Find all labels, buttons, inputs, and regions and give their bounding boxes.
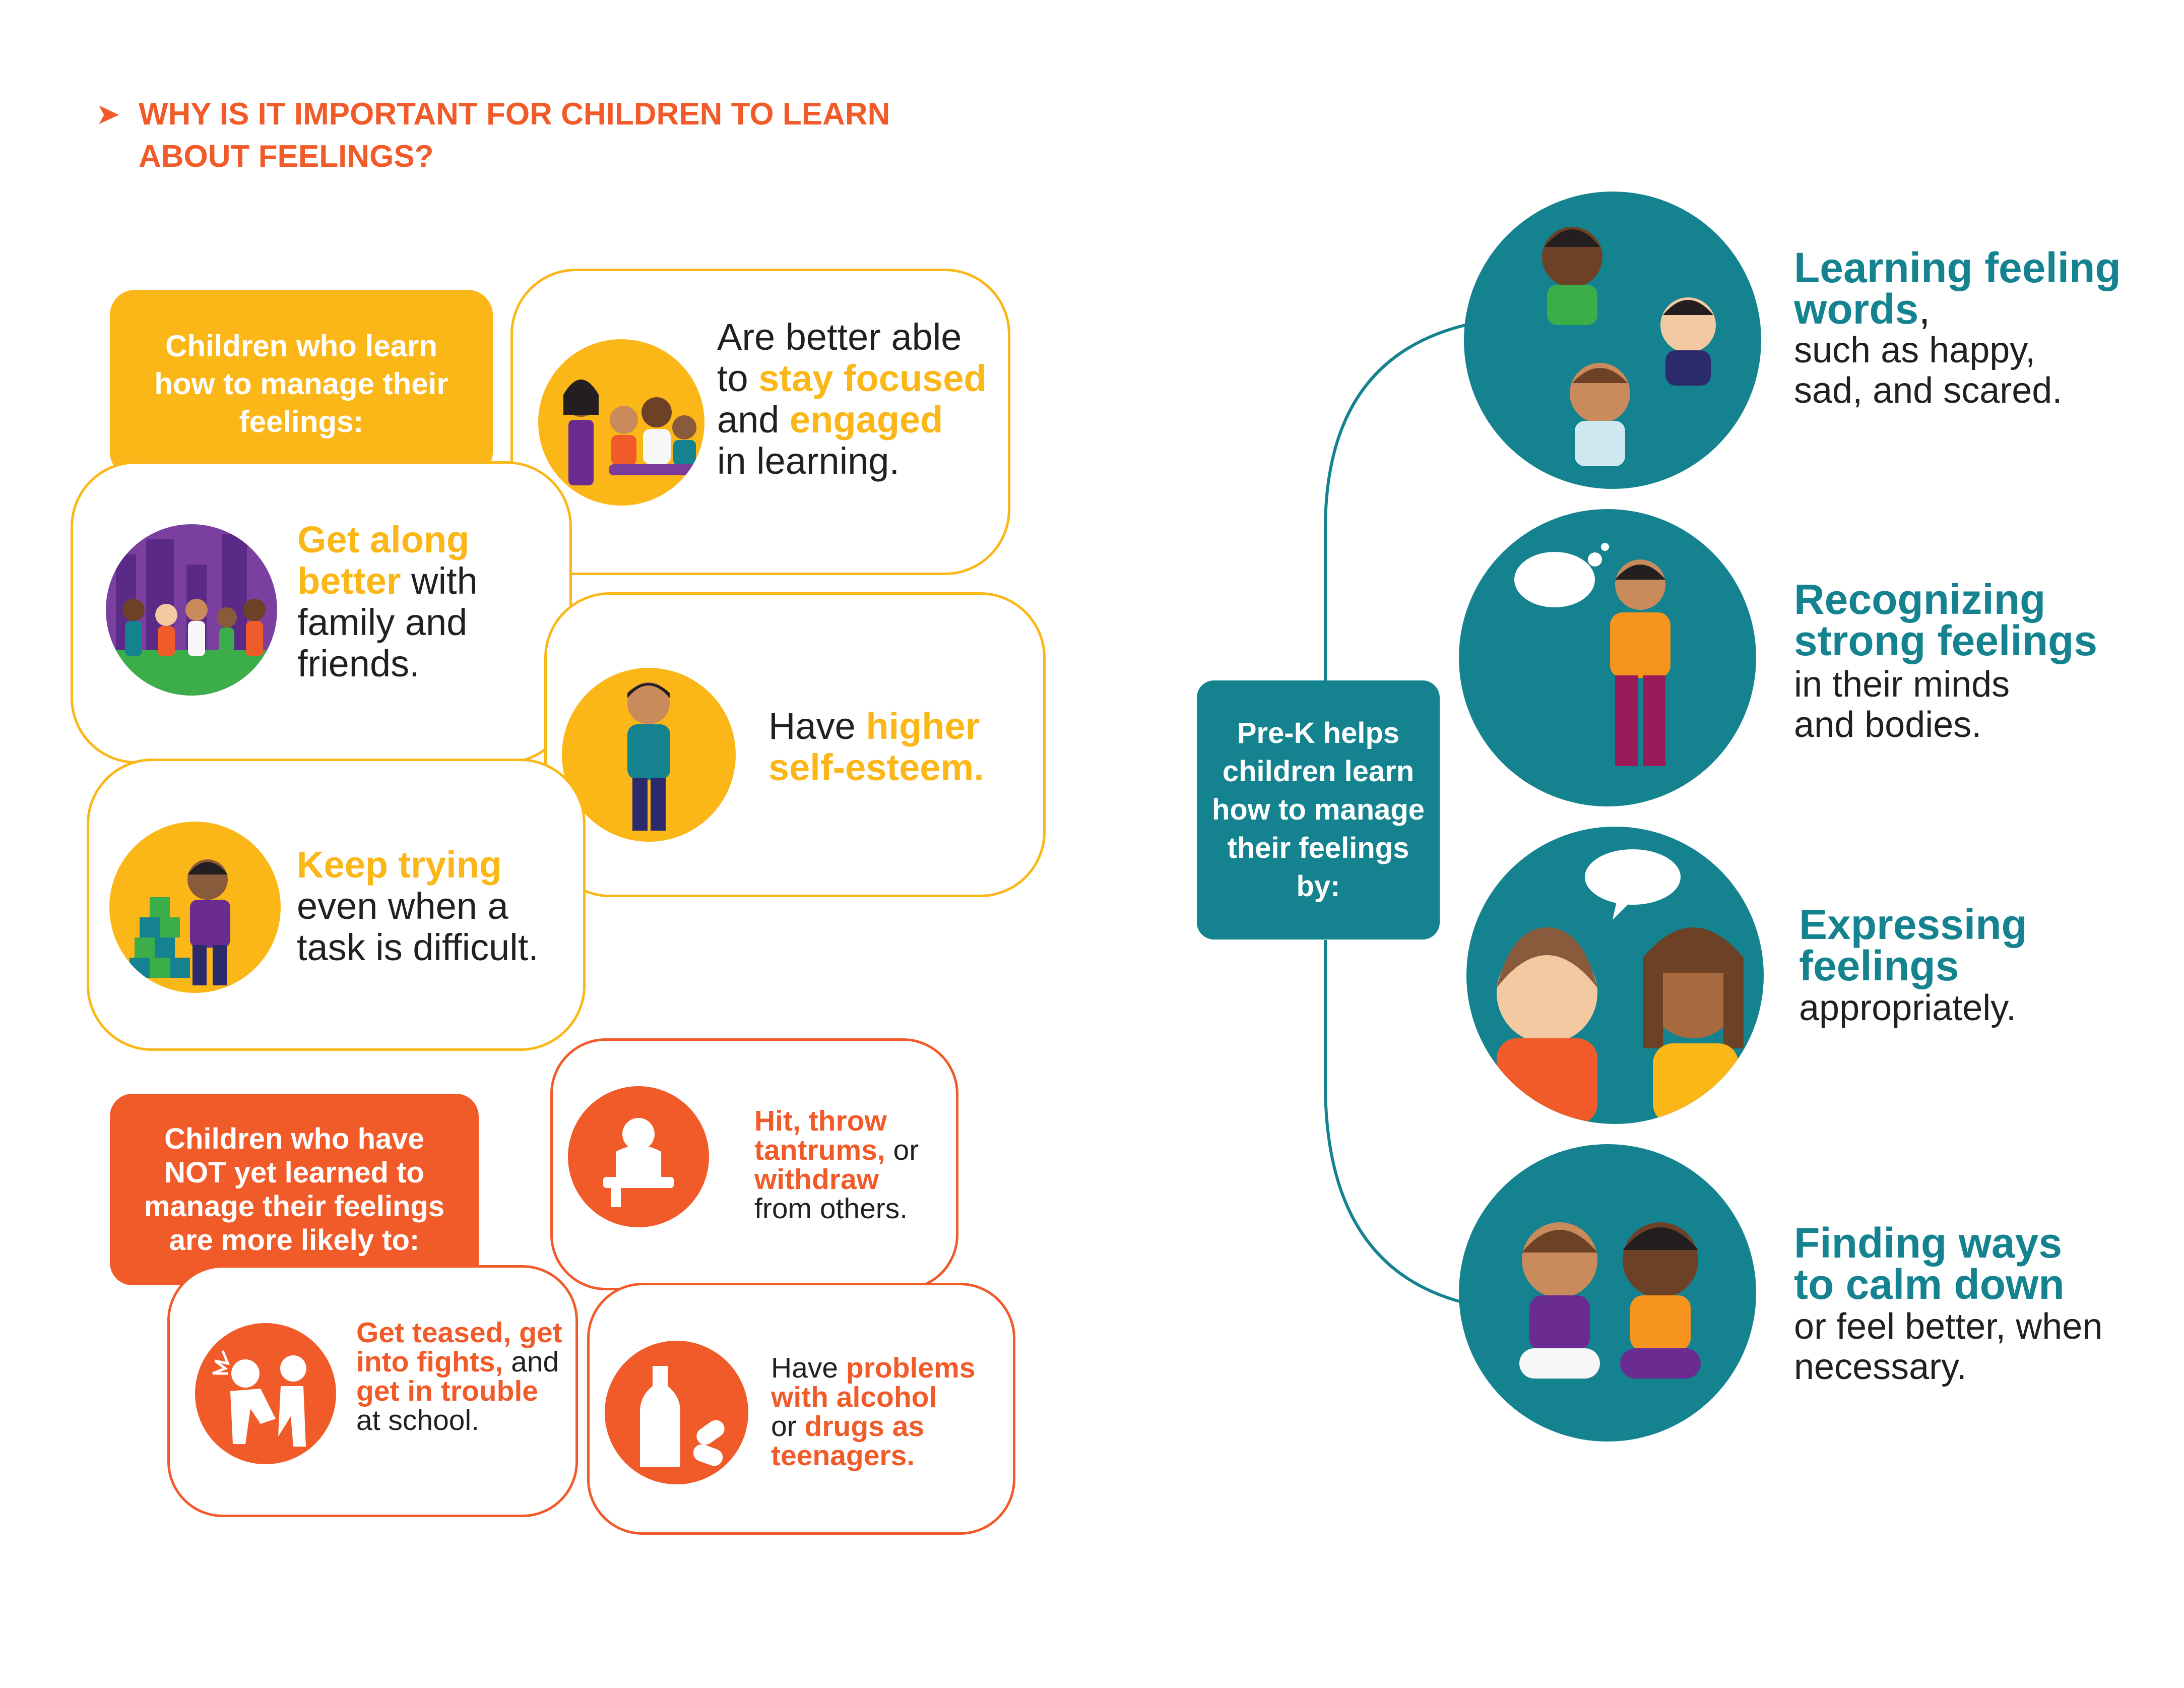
- text-post: at school.: [356, 1404, 479, 1436]
- card-stay-focused: Are better able to stay focused and enga…: [510, 269, 1010, 575]
- highlight-keep-trying: Keep trying: [297, 844, 502, 886]
- connector-bracket: [1324, 321, 1477, 1307]
- highlight-hit-throw: Hit, throw tantrums,: [754, 1105, 887, 1166]
- proud-child-icon: [562, 668, 736, 842]
- highlight-engaged: engaged: [790, 399, 943, 441]
- negative-label: Children who have NOT yet learned to man…: [110, 1094, 479, 1285]
- text-post: with family and friends.: [297, 560, 478, 684]
- card-get-teased-text: Get teased, get into fights, and get in …: [356, 1318, 568, 1435]
- card-get-along: Get along better with family and friends…: [71, 461, 572, 764]
- highlight-problems-alcohol: problems with alcohol: [771, 1352, 976, 1413]
- withdrawn-child-icon: [568, 1086, 709, 1227]
- highlight-withdraw: withdraw: [754, 1163, 879, 1196]
- fighting-children-icon: [195, 1323, 336, 1464]
- highlight-get-along: Get along better: [297, 519, 470, 602]
- card-hit-throw-text: Hit, throw tantrums, or withdraw from ot…: [754, 1106, 946, 1223]
- card-alcohol: Have problems with alcohol or drugs as t…: [587, 1283, 1015, 1535]
- negative-label-text: Children who have NOT yet learned to man…: [144, 1122, 445, 1257]
- positive-label: Children who learn how to manage their f…: [110, 290, 493, 477]
- talking-children-icon: [1466, 827, 1764, 1124]
- bottle-pills-icon: [605, 1341, 748, 1484]
- card-keep-trying: Keep trying even when a task is difficul…: [87, 759, 586, 1051]
- faces-feelings-icon: [1464, 192, 1761, 489]
- arrow-icon: ➤: [96, 98, 120, 131]
- confused-child-icon: [1459, 509, 1756, 806]
- text-mid: and: [503, 1346, 559, 1378]
- prek-label-text: Pre-K helps children learn how to manage…: [1211, 717, 1425, 903]
- prek-item-3-title: Expressing feelings: [1799, 901, 2027, 989]
- text-post: even when a task is difficult.: [297, 885, 539, 968]
- positive-label-text: Children who learn how to manage their f…: [154, 329, 448, 439]
- prek-item-1-body: such as happy, sad, and scared.: [1794, 330, 2063, 411]
- highlight-stay-focused: stay focused: [758, 357, 987, 399]
- prek-item-3-body: appropriately.: [1799, 988, 2016, 1028]
- highlight-get-in-trouble: get in trouble: [356, 1375, 538, 1407]
- prek-item-2-title: Recognizing strong feelings: [1794, 576, 2098, 664]
- calm-breathing-children-icon: [1459, 1144, 1756, 1442]
- text-pre: Have: [768, 705, 866, 747]
- text-mid: or: [885, 1134, 919, 1166]
- highlight-self-esteem: higher self-esteem.: [768, 705, 984, 788]
- prek-label: Pre-K helps children learn how to manage…: [1197, 680, 1440, 940]
- prek-item-2-body: in their minds and bodies.: [1794, 664, 2010, 745]
- block-tower-child-icon: [109, 822, 281, 993]
- page-title: WHY IS IT IMPORTANT FOR CHILDREN TO LEAR…: [139, 97, 890, 174]
- friends-city-icon: [106, 524, 277, 696]
- highlight-get-teased: Get teased, get into fights,: [356, 1317, 562, 1378]
- card-stay-focused-text: Are better able to stay focused and enga…: [717, 317, 999, 482]
- card-hit-throw: Hit, throw tantrums, or withdraw from ot…: [550, 1038, 958, 1290]
- card-get-teased: Get teased, get into fights, and get in …: [167, 1265, 578, 1517]
- text-mid: and: [717, 399, 790, 441]
- card-get-along-text: Get along better with family and friends…: [297, 519, 559, 684]
- prek-item-1-title: Learning feeling words,: [1794, 244, 2147, 333]
- prek-item-1-title-suffix: ,: [1918, 285, 1931, 333]
- prek-item-1-title-text: Learning feeling words: [1794, 244, 2121, 333]
- card-keep-trying-text: Keep trying even when a task is difficul…: [297, 844, 579, 968]
- card-alcohol-text: Have problems with alcohol or drugs as t…: [771, 1353, 1008, 1470]
- highlight-drugs-teenagers: drugs as teenagers.: [771, 1410, 925, 1472]
- classroom-reading-icon: [538, 339, 704, 506]
- card-self-esteem: Have higher self-esteem.: [544, 592, 1046, 897]
- text-post: in learning.: [717, 440, 900, 482]
- text-mid: or: [771, 1410, 805, 1443]
- text-post: from others.: [754, 1193, 908, 1225]
- prek-item-4-body: or feel better, when necessary.: [1794, 1306, 2103, 1387]
- text-pre: Are better able to: [717, 316, 962, 399]
- text-pre: Have: [771, 1352, 846, 1384]
- card-self-esteem-text: Have higher self-esteem.: [768, 706, 1041, 788]
- prek-item-4-title: Finding ways to calm down: [1794, 1219, 2065, 1308]
